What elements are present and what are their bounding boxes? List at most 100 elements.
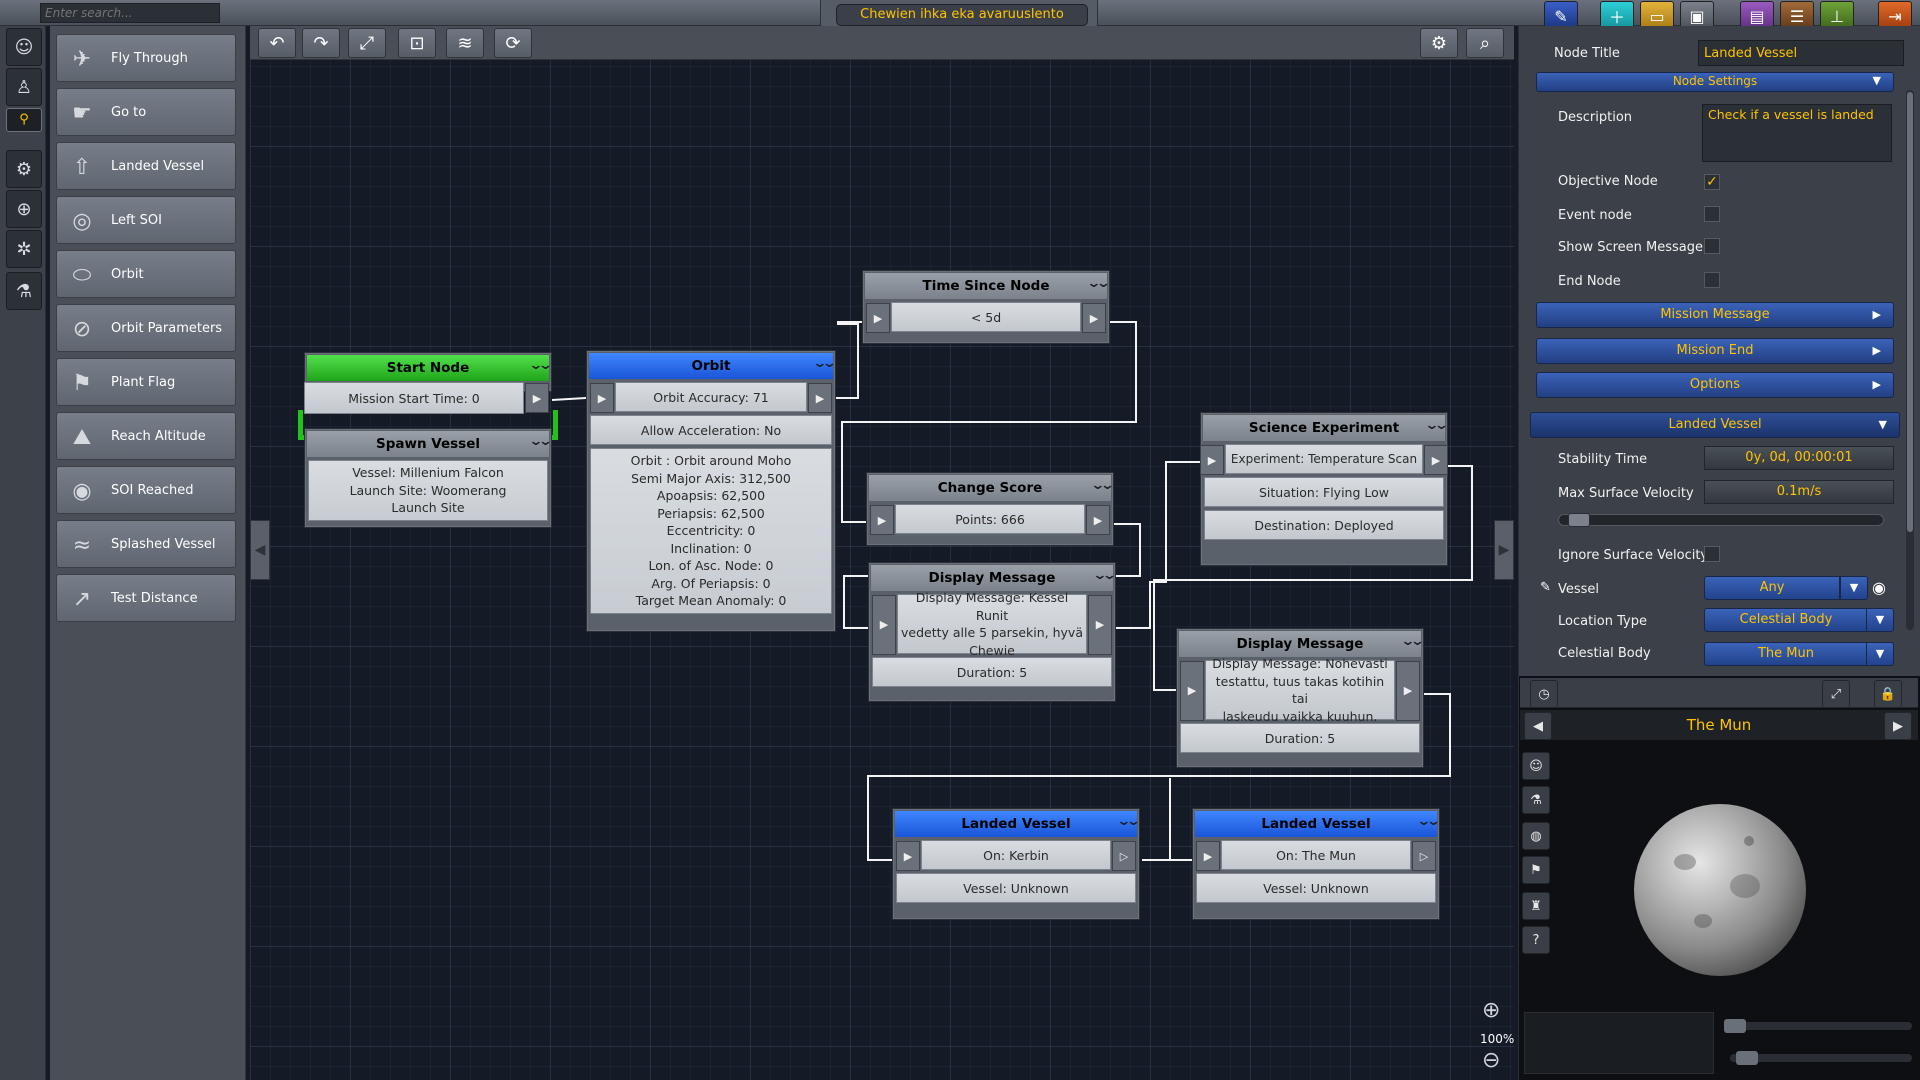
redo-icon[interactable]: ↷ <box>302 28 340 58</box>
display-message-header[interactable]: Display Message⌄⌄ <box>1179 631 1425 657</box>
orbit-accuracy-row[interactable]: ▶Orbit Accuracy: 71▶ <box>590 382 832 413</box>
output-port[interactable]: ▷ <box>1412 841 1436 871</box>
time-since-row[interactable]: ▶< 5d▶ <box>866 302 1106 333</box>
landed-vessel-node-2[interactable]: Landed Vessel⌄⌄ ▶On: The Mun▷ Vessel: Un… <box>1192 808 1441 920</box>
mission-end-button[interactable]: Mission End▶ <box>1536 338 1894 364</box>
clock-icon[interactable]: ◷ <box>1530 680 1558 708</box>
fit-view-icon[interactable]: ⊡ <box>398 28 436 58</box>
collapse-chevron-icon[interactable]: ⌄⌄ <box>528 434 553 449</box>
palette-item-plant-flag[interactable]: ⚑Plant Flag <box>56 358 236 406</box>
tower-icon[interactable]: ♜ <box>1522 892 1550 920</box>
destination-row[interactable]: Destination: Deployed <box>1204 510 1444 540</box>
landed-vessel-node-1[interactable]: Landed Vessel⌄⌄ ▶On: Kerbin▷ Vessel: Unk… <box>892 808 1141 920</box>
category-crew-icon[interactable]: ♙ <box>6 68 42 106</box>
properties-scrollbar-thumb[interactable] <box>1907 92 1913 532</box>
options-button[interactable]: Options▶ <box>1536 372 1894 398</box>
preview-slider-1[interactable] <box>1724 1019 1912 1033</box>
celestial-body-chevron-icon[interactable]: ▼ <box>1866 642 1894 666</box>
collapse-chevron-icon[interactable]: ⌄⌄ <box>1086 276 1111 291</box>
orbit-node[interactable]: Orbit⌄⌄ ▶Orbit Accuracy: 71▶ Allow Accel… <box>586 350 837 632</box>
palette-item-soi-reached[interactable]: ◉SOI Reached <box>56 466 236 514</box>
show-screen-message-checkbox[interactable] <box>1704 238 1720 254</box>
velocity-slider-track[interactable] <box>1558 513 1884 527</box>
collapse-chevron-icon[interactable]: ⌄⌄ <box>1092 568 1117 583</box>
flask-icon[interactable]: ⚗ <box>1522 786 1550 814</box>
palette-item-orbit[interactable]: ⬭Orbit <box>56 250 236 298</box>
refresh-icon[interactable]: ⟳ <box>494 28 532 58</box>
max-surface-velocity-input[interactable]: 0.1m/s <box>1704 480 1894 504</box>
node-settings-header[interactable]: Node Settings▼ <box>1536 72 1894 92</box>
expand-icon[interactable]: ⤢ <box>348 28 386 58</box>
output-port[interactable]: ▶ <box>1086 505 1110 535</box>
experiment-row[interactable]: ▶Experiment: Temperature Scan▶ <box>1200 444 1448 475</box>
input-port[interactable]: ▶ <box>866 303 890 333</box>
collapse-chevron-icon[interactable]: ⌄⌄ <box>528 358 553 373</box>
duration-row[interactable]: Duration: 5 <box>1180 723 1420 753</box>
collapse-chevron-icon[interactable]: ⌄⌄ <box>1116 814 1141 829</box>
palette-item-splashed-vessel[interactable]: ≈Splashed Vessel <box>56 520 236 568</box>
layers-icon[interactable]: ≋ <box>446 28 484 58</box>
output-port[interactable]: ▶ <box>1424 445 1448 475</box>
landed-vessel-header[interactable]: Landed Vessel⌄⌄ <box>1195 811 1441 837</box>
output-port[interactable]: ▶ <box>1082 303 1106 333</box>
science-experiment-header[interactable]: Science Experiment⌄⌄ <box>1203 415 1449 441</box>
output-port[interactable]: ▶ <box>1396 661 1420 721</box>
display-message-node-1[interactable]: Display Message⌄⌄ ▶Display Message: Kess… <box>868 562 1117 702</box>
palette-item-landed-vessel[interactable]: ⇧Landed Vessel <box>56 142 236 190</box>
points-row[interactable]: ▶Points: 666▶ <box>870 504 1110 535</box>
location-type-chevron-icon[interactable]: ▼ <box>1866 608 1894 632</box>
ignore-surface-velocity-checkbox[interactable] <box>1704 546 1720 562</box>
vessel-select-chevron-icon[interactable]: ▼ <box>1840 576 1868 600</box>
landed-vessel-header[interactable]: Landed Vessel⌄⌄ <box>895 811 1141 837</box>
input-port[interactable]: ▶ <box>1196 841 1220 871</box>
collapse-left-handle[interactable]: ◀ <box>250 520 270 580</box>
objective-node-checkbox[interactable]: ✓ <box>1704 174 1720 190</box>
palette-item-left-soi[interactable]: ◎Left SOI <box>56 196 236 244</box>
input-port[interactable]: ▶ <box>590 383 614 413</box>
duration-row[interactable]: Duration: 5 <box>872 657 1112 687</box>
orbit-node-header[interactable]: Orbit⌄⌄ <box>589 353 837 379</box>
zoom-out-icon[interactable]: ⊖ <box>1482 1048 1501 1073</box>
input-port[interactable]: ▶ <box>1200 445 1224 475</box>
stability-time-input[interactable]: 0y, 0d, 00:00:01 <box>1704 446 1894 470</box>
output-port[interactable]: ▶ <box>1088 595 1112 655</box>
next-arrow-icon[interactable]: ▶ <box>1884 712 1912 740</box>
description-input[interactable]: Check if a vessel is landed <box>1702 104 1892 162</box>
flag-icon[interactable]: ⚑ <box>1522 856 1550 884</box>
zoom-in-icon[interactable]: ⊕ <box>1482 998 1501 1023</box>
collapse-chevron-icon[interactable]: ⌄⌄ <box>1400 634 1425 649</box>
preview-slider-2[interactable] <box>1730 1051 1912 1065</box>
node-title-input[interactable] <box>1698 40 1904 66</box>
mission-message-button[interactable]: Mission Message▶ <box>1536 302 1894 328</box>
change-score-node[interactable]: Change Score⌄⌄ ▶Points: 666▶ <box>866 472 1115 546</box>
undo-icon[interactable]: ↶ <box>258 28 296 58</box>
search-input[interactable] <box>40 3 220 23</box>
palette-item-fly-through[interactable]: ✈Fly Through <box>56 34 236 82</box>
category-target-icon[interactable]: ⊕ <box>6 190 42 228</box>
globe-icon[interactable]: ◍ <box>1522 822 1550 850</box>
collapse-chevron-icon[interactable]: ⌄⌄ <box>812 356 837 371</box>
eye-icon[interactable]: ◉ <box>1872 578 1886 597</box>
collapse-chevron-icon[interactable]: ⌄⌄ <box>1090 478 1115 493</box>
velocity-slider-thumb[interactable] <box>1568 513 1590 527</box>
pin-icon[interactable]: ✎ <box>1540 580 1551 595</box>
collapse-right-handle[interactable]: ▶ <box>1494 520 1514 580</box>
category-gears-icon[interactable]: ✲ <box>6 230 42 268</box>
display-message-node-2[interactable]: Display Message⌄⌄ ▶Display Message: Nohe… <box>1176 628 1425 768</box>
landed-on-row[interactable]: ▶On: Kerbin▷ <box>896 840 1136 871</box>
collapse-chevron-icon[interactable]: ⌄⌄ <box>1416 814 1441 829</box>
science-experiment-node[interactable]: Science Experiment⌄⌄ ▶Experiment: Temper… <box>1200 412 1449 566</box>
palette-item-reach-altitude[interactable]: ⛰Reach Altitude <box>56 412 236 460</box>
palette-item-test-distance[interactable]: ↗Test Distance <box>56 574 236 622</box>
input-port[interactable]: ▶ <box>872 595 896 655</box>
landed-vessel-section[interactable]: Landed Vessel▼ <box>1530 412 1900 438</box>
end-node-checkbox[interactable] <box>1704 272 1720 288</box>
previous-arrow-icon[interactable]: ◀ <box>1524 712 1552 740</box>
celestial-body-select[interactable]: The Mun <box>1704 642 1868 666</box>
kerbal-icon[interactable]: ☺ <box>1522 752 1550 780</box>
search-view-icon[interactable]: ⌕ <box>1466 28 1504 58</box>
display-message-header[interactable]: Display Message⌄⌄ <box>871 565 1117 591</box>
